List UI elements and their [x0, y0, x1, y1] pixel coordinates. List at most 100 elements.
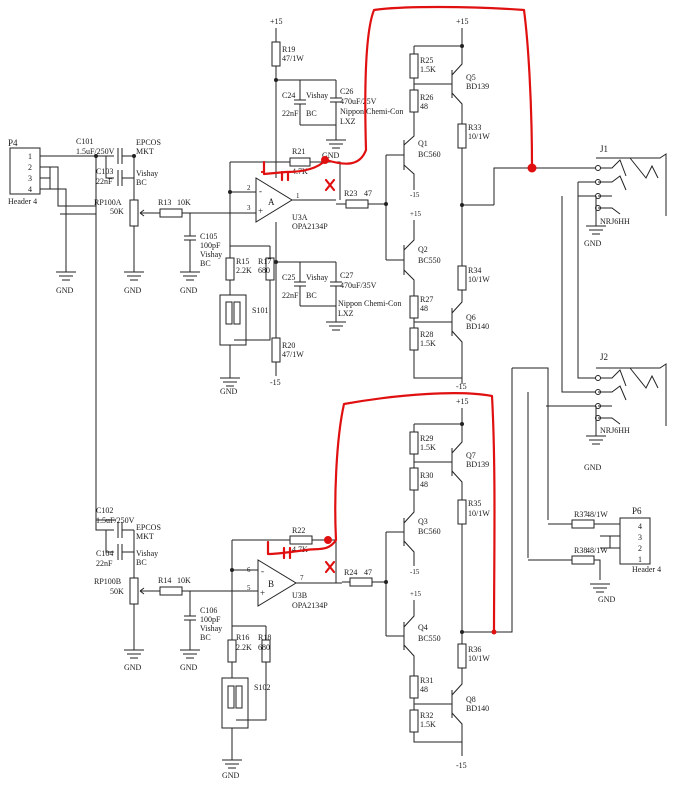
r13: [159, 208, 183, 218]
svg-text:100pF: 100pF: [200, 615, 221, 624]
svg-text:+15: +15: [410, 210, 421, 218]
svg-text:1.5uF/250V: 1.5uF/250V: [96, 516, 135, 525]
svg-text:R36: R36: [468, 645, 481, 654]
svg-text:2: 2: [638, 544, 642, 553]
svg-text:+15: +15: [456, 17, 469, 26]
svg-text:470uF/25V: 470uF/25V: [340, 97, 377, 106]
jack-j2: J2 NRJ6HH GND: [512, 182, 667, 558]
svg-text:22nF: 22nF: [96, 559, 113, 568]
svg-text:-15: -15: [410, 568, 420, 576]
red-modification: [260, 5, 537, 635]
svg-text:Vishay: Vishay: [306, 273, 328, 282]
svg-text:22nF: 22nF: [96, 177, 113, 186]
svg-text:Header 4: Header 4: [632, 565, 661, 574]
svg-text:47/1W: 47/1W: [282, 54, 304, 63]
r23: [345, 199, 369, 209]
svg-text:R24: R24: [344, 568, 357, 577]
svg-text:J1: J1: [600, 144, 608, 154]
svg-text:+: +: [258, 206, 263, 216]
r20: [271, 337, 281, 363]
svg-text:-15: -15: [270, 378, 281, 387]
svg-text:Q2: Q2: [418, 245, 428, 254]
svg-text:Q8: Q8: [466, 695, 476, 704]
svg-text:R16: R16: [236, 633, 249, 642]
svg-text:48: 48: [420, 685, 428, 694]
svg-text:-15: -15: [456, 761, 467, 770]
svg-text:LXZ: LXZ: [340, 117, 356, 126]
svg-text:R18: R18: [258, 633, 271, 642]
svg-text:BC: BC: [200, 259, 211, 268]
svg-text:R31: R31: [420, 676, 433, 685]
svg-text:BC: BC: [136, 558, 147, 567]
svg-text:+15: +15: [410, 590, 421, 598]
svg-text:R14: R14: [158, 576, 171, 585]
svg-text:U3A: U3A: [292, 213, 308, 222]
svg-text:C106: C106: [200, 606, 217, 615]
svg-text:10/1W: 10/1W: [468, 509, 490, 518]
svg-text:LXZ: LXZ: [338, 309, 354, 318]
svg-text:1.5K: 1.5K: [420, 339, 436, 348]
svg-text:P6: P6: [632, 506, 642, 516]
header-p6: P6 4 3 2 1 Header 4 R37 48/1W R38 48/1W …: [528, 506, 661, 604]
svg-text:10/1W: 10/1W: [468, 132, 490, 141]
svg-text:48/1W: 48/1W: [586, 510, 608, 519]
svg-text:GND: GND: [124, 286, 142, 295]
bottom-channel: C102 1.5uF/250V EPCOS MKT C104 22nF Vish…: [94, 368, 513, 780]
svg-text:BC: BC: [306, 291, 317, 300]
svg-text:50K: 50K: [110, 207, 124, 216]
svg-text:BC: BC: [200, 633, 211, 642]
svg-text:1.5K: 1.5K: [420, 443, 436, 452]
svg-text:BC550: BC550: [418, 634, 441, 643]
svg-text:+: +: [260, 588, 265, 598]
svg-text:R25: R25: [420, 56, 433, 65]
svg-text:4: 4: [638, 522, 642, 531]
svg-text:R37: R37: [574, 510, 587, 519]
svg-text:RP100A: RP100A: [94, 198, 122, 207]
svg-text:RP100B: RP100B: [94, 577, 121, 586]
svg-text:EPCOS: EPCOS: [136, 523, 161, 532]
svg-text:-15: -15: [410, 191, 420, 199]
svg-text:R27: R27: [420, 295, 433, 304]
svg-text:R23: R23: [344, 189, 357, 198]
svg-text:C27: C27: [340, 271, 353, 280]
svg-text:Q1: Q1: [418, 139, 428, 148]
svg-text:Q7: Q7: [466, 451, 476, 460]
top-channel: C101 1.5uF/250V EPCOS MKT C103 22nF Vish…: [76, 17, 596, 396]
svg-text:OPA2134P: OPA2134P: [292, 601, 328, 610]
svg-text:48: 48: [420, 102, 428, 111]
svg-text:BC: BC: [136, 178, 147, 187]
svg-text:R35: R35: [468, 499, 481, 508]
svg-text:47: 47: [364, 568, 372, 577]
svg-text:GND: GND: [180, 286, 198, 295]
svg-text:10K: 10K: [177, 576, 191, 585]
svg-text:GND: GND: [56, 286, 74, 295]
svg-text:R30: R30: [420, 471, 433, 480]
svg-text:R26: R26: [420, 93, 433, 102]
svg-text:R13: R13: [158, 198, 171, 207]
svg-text:C25: C25: [282, 273, 295, 282]
svg-text:BC550: BC550: [418, 256, 441, 265]
svg-text:4.7K: 4.7K: [292, 545, 308, 554]
svg-text:3: 3: [247, 204, 251, 212]
svg-text:C26: C26: [340, 87, 353, 96]
svg-text:GND: GND: [220, 387, 238, 396]
svg-text:BD139: BD139: [466, 82, 489, 91]
svg-text:4: 4: [28, 185, 32, 194]
svg-text:7: 7: [300, 574, 304, 582]
svg-text:10/1W: 10/1W: [468, 275, 490, 284]
svg-text:48/1W: 48/1W: [586, 546, 608, 555]
svg-text:C24: C24: [282, 91, 295, 100]
svg-text:Q4: Q4: [418, 623, 428, 632]
svg-text:GND: GND: [222, 771, 240, 780]
svg-text:-15: -15: [456, 382, 467, 391]
s101-switch: [219, 294, 247, 346]
r21: [289, 157, 311, 167]
svg-text:+15: +15: [270, 17, 283, 26]
svg-text:22nF: 22nF: [282, 291, 299, 300]
svg-text:A: A: [268, 197, 275, 207]
svg-text:BC560: BC560: [418, 527, 441, 536]
svg-text:Q6: Q6: [466, 313, 476, 322]
svg-text:Vishay: Vishay: [200, 624, 222, 633]
svg-text:470uF/35V: 470uF/35V: [340, 281, 377, 290]
